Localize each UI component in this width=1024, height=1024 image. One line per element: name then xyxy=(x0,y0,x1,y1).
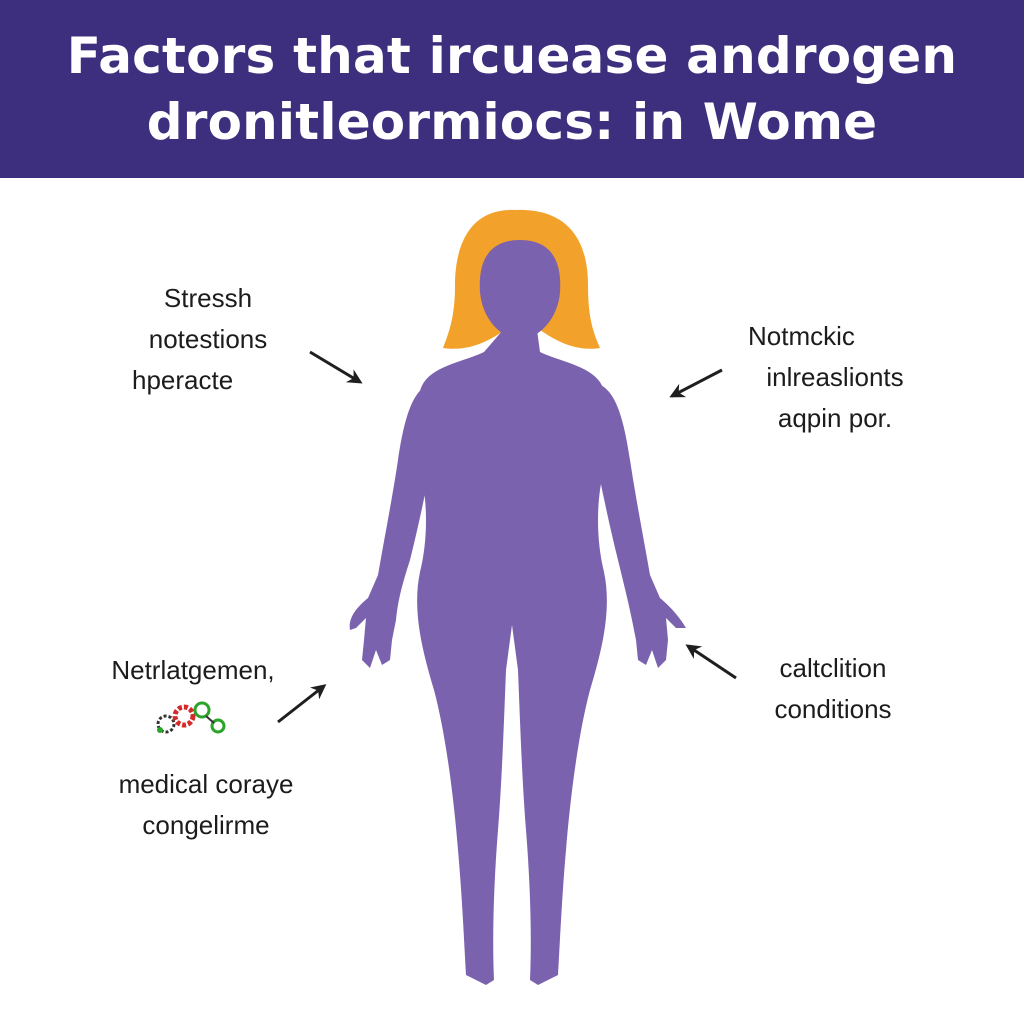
woman-silhouette-icon xyxy=(349,240,686,985)
label-line: aqpin por. xyxy=(777,403,893,433)
label-line: Stressh xyxy=(163,283,253,313)
arrow-icon xyxy=(309,350,363,384)
gears-icon xyxy=(156,701,226,734)
arrow-icon xyxy=(277,684,327,724)
label-line: hperacte xyxy=(132,365,234,395)
title-line-2: dronitleormiocs: in Wome xyxy=(146,93,878,151)
label-top-right: Notmckic inlreaslionts aqpin por. xyxy=(740,316,930,439)
arrow-icon xyxy=(685,644,737,680)
label-bottom-right: caltclition conditions xyxy=(748,648,918,730)
label-top-left: Stressh notestions hperacte xyxy=(128,278,288,401)
label-bottom-left-top: Netrlatgemen, xyxy=(88,650,298,691)
label-line: conditions xyxy=(774,694,892,724)
title-line-1: Factors that ircuease androgen xyxy=(66,27,958,85)
arrow-icon xyxy=(669,368,723,398)
label-line: inlreaslionts xyxy=(766,362,904,392)
label-bottom-left-bottom: medical coraye congelirme xyxy=(96,764,316,846)
label-line: medical coraye xyxy=(118,769,294,799)
title-banner: Factors that ircuease androgen dronitleo… xyxy=(0,0,1024,178)
label-line: caltclition xyxy=(779,653,887,683)
label-line: Netrlatgemen, xyxy=(111,655,275,685)
label-line: notestions xyxy=(148,324,268,354)
label-line: congelirme xyxy=(142,810,270,840)
label-line: Notmckic xyxy=(748,321,855,351)
